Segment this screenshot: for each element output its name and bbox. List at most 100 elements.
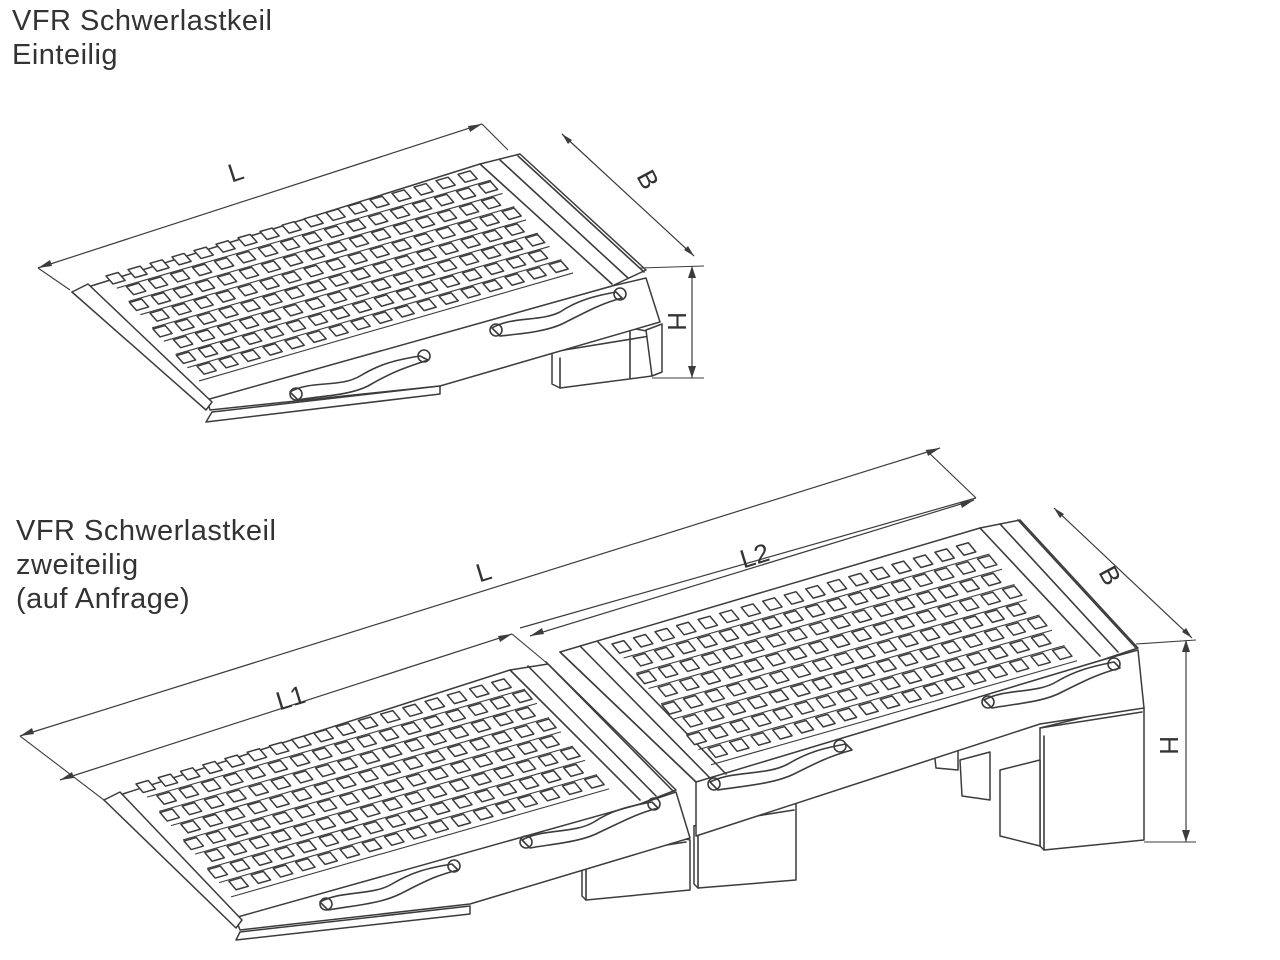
cleat	[281, 270, 302, 284]
cleat	[347, 201, 368, 215]
cleat	[378, 727, 400, 742]
cleat-rail	[170, 717, 550, 827]
cleat	[743, 639, 765, 654]
cleat	[583, 775, 605, 789]
cleat	[174, 318, 195, 332]
cleat	[450, 760, 472, 775]
cleat	[851, 628, 872, 643]
cleat	[191, 263, 213, 277]
cleat	[270, 829, 292, 843]
cleat	[149, 259, 170, 272]
bolt-icon	[519, 835, 533, 849]
front-lip	[103, 791, 243, 929]
cleat	[482, 229, 503, 243]
cleat	[391, 239, 412, 253]
cleat	[359, 751, 381, 765]
cleat	[207, 865, 229, 879]
cleat	[518, 776, 540, 790]
cleat	[448, 778, 470, 793]
cleat	[358, 769, 379, 783]
cleat	[855, 645, 876, 660]
bolt-icon	[417, 349, 431, 363]
cleat	[919, 627, 941, 642]
cleat	[414, 265, 436, 279]
cleat	[149, 308, 170, 322]
cleat	[435, 226, 456, 240]
cleat-rail	[673, 614, 1040, 720]
cleat	[219, 338, 241, 352]
cleat	[267, 759, 289, 774]
cleat	[272, 811, 294, 825]
cleat	[747, 676, 769, 691]
cleat	[240, 349, 261, 363]
caption-note: (auf Anfrage)	[16, 583, 191, 615]
cleat	[289, 753, 311, 767]
bolt-icon	[1107, 657, 1121, 671]
cleat	[159, 808, 181, 822]
cleat	[394, 254, 415, 268]
cleat	[467, 702, 489, 717]
cleat	[696, 634, 718, 649]
cleat-rail	[140, 206, 515, 316]
cleat	[395, 287, 417, 301]
cleat	[293, 823, 315, 837]
cleat	[216, 322, 238, 336]
cleat	[765, 652, 786, 667]
cleat	[270, 776, 292, 791]
cleat	[894, 615, 916, 630]
cleat	[976, 554, 998, 569]
base-plate	[205, 385, 441, 423]
cleat-rail	[182, 731, 562, 841]
cleat	[394, 304, 415, 318]
cleat	[657, 683, 679, 698]
cleat	[402, 756, 424, 770]
cleat	[559, 746, 581, 761]
cleat	[786, 646, 808, 661]
cleat	[524, 233, 546, 247]
cleat	[194, 329, 216, 343]
cleat	[413, 182, 434, 196]
cleat	[169, 269, 191, 283]
cleat	[937, 584, 959, 599]
cleat	[291, 788, 313, 802]
cleat	[1030, 633, 1052, 648]
cleat	[539, 735, 560, 749]
cleat	[380, 762, 402, 777]
bolt-icon	[833, 739, 847, 753]
cleat	[224, 754, 246, 768]
cleat	[433, 193, 455, 207]
cleat	[740, 603, 762, 618]
cleat	[496, 782, 518, 797]
cleat	[313, 781, 335, 796]
cleat	[851, 609, 873, 624]
dim-label-length-part2: L2	[736, 537, 772, 574]
cleat	[765, 633, 787, 648]
cleat	[516, 741, 538, 756]
cleat	[1026, 615, 1048, 630]
cleat	[446, 743, 468, 758]
cleat	[944, 676, 966, 691]
dimension-lines-two-piece: L L1 L2 B H	[19, 447, 1197, 843]
cleat	[313, 728, 335, 743]
cleat	[222, 772, 244, 786]
cleat	[455, 187, 477, 201]
cleat	[750, 731, 772, 746]
cleat	[879, 695, 901, 710]
cleat-rail	[128, 192, 503, 302]
cleat	[202, 813, 224, 828]
cleat	[480, 246, 502, 260]
cleat	[457, 170, 478, 184]
cleat	[811, 658, 833, 673]
cleat	[561, 781, 583, 796]
cleat	[771, 725, 793, 740]
cleat	[915, 609, 937, 624]
cleat	[245, 766, 267, 780]
cleat	[125, 282, 147, 296]
cleat	[215, 289, 236, 303]
cleat	[328, 273, 349, 287]
cleat	[196, 361, 217, 375]
cleat	[826, 597, 847, 612]
cleat	[830, 615, 851, 630]
cleat	[325, 258, 346, 272]
cleat	[811, 676, 833, 691]
